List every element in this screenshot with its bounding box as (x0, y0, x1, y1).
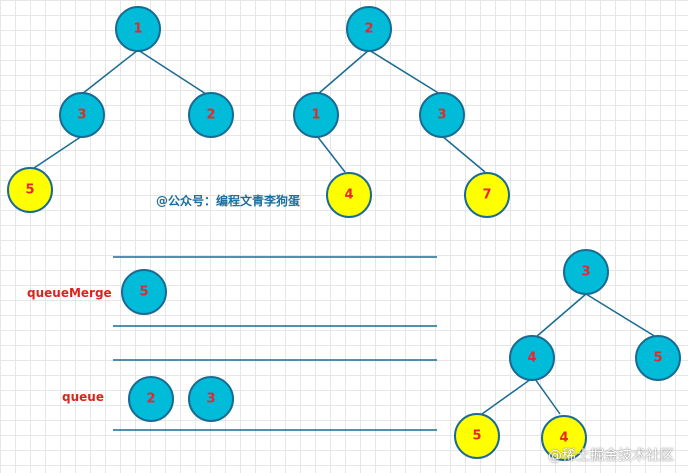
t1-root-node: 1 (115, 6, 161, 52)
t1-left-node-circle (59, 92, 105, 138)
t2-root-node-circle (346, 6, 392, 52)
r-left-node-circle (509, 335, 555, 381)
r-leftleft-node-label: 5 (472, 429, 481, 444)
t2-right-node-circle (419, 92, 465, 138)
t2-left-node-label: 1 (311, 108, 320, 123)
r-leftleft-node-circle (454, 413, 500, 459)
t1-left-node: 3 (59, 92, 105, 138)
edge-r-left-leftright (534, 378, 561, 415)
t1-right-node-label: 2 (206, 108, 215, 123)
queue-merge-label: queueMerge (27, 286, 112, 300)
edge-r-root-left (535, 293, 587, 338)
t1-left-node-label: 3 (77, 108, 86, 123)
r-left-node: 4 (509, 335, 555, 381)
site-watermark: @稀土掘金技术社区 (548, 448, 674, 464)
r-leftright-node: 4 (541, 415, 587, 461)
queue-item-0-circle (128, 376, 174, 422)
t2-left-node-circle (293, 92, 339, 138)
t2-left-node: 1 (293, 92, 339, 138)
edge-t2-right-rightright (441, 135, 486, 173)
author-watermark: @公众号：编程文青李狗蛋 (156, 194, 301, 208)
edge-t1-root-left (81, 49, 139, 95)
t1-leftleft-node-label: 5 (25, 183, 34, 198)
t2-leftright-node-label: 4 (344, 188, 353, 203)
queue-item-1-circle (188, 376, 234, 422)
queue-item-1: 3 (188, 376, 234, 422)
queue-item-1-label: 3 (206, 392, 215, 407)
t1-right-node: 2 (188, 92, 234, 138)
r-root-node-label: 3 (581, 265, 590, 280)
edge-t2-left-leftright (316, 135, 346, 173)
edge-r-left-leftleft (481, 378, 532, 415)
edge-r-root-right (585, 293, 657, 338)
t1-root-node-label: 1 (133, 22, 142, 37)
edge-t1-left-leftleft (33, 135, 83, 169)
t1-leftleft-node: 5 (7, 167, 53, 213)
r-left-node-label: 4 (527, 351, 536, 366)
r-leftleft-node: 5 (454, 413, 500, 459)
t2-rightright-node: 7 (464, 172, 510, 218)
t2-root-node: 2 (346, 6, 392, 52)
r-right-node-circle (635, 335, 681, 381)
queue-item-0: 2 (128, 376, 174, 422)
t2-rightright-node-label: 7 (482, 188, 491, 203)
t1-right-node-circle (188, 92, 234, 138)
queue-label: queue (62, 390, 104, 404)
queue-merge-item-0-label: 5 (139, 285, 148, 300)
t2-rightright-node-circle (464, 172, 510, 218)
edge-t2-root-left (317, 49, 370, 95)
r-right-node: 5 (635, 335, 681, 381)
queue-item-0-label: 2 (146, 392, 155, 407)
t1-root-node-circle (115, 6, 161, 52)
r-root-node: 3 (563, 249, 609, 295)
t2-right-node-label: 3 (437, 108, 446, 123)
t2-root-node-label: 2 (364, 22, 373, 37)
r-right-node-label: 5 (653, 351, 662, 366)
t2-right-node: 3 (419, 92, 465, 138)
r-leftright-node-label: 4 (559, 431, 568, 446)
r-root-node-circle (563, 249, 609, 295)
queue-merge-item-0: 5 (121, 269, 167, 315)
t2-leftright-node: 4 (326, 172, 372, 218)
queue-merge-item-0-circle (121, 269, 167, 315)
r-leftright-node-circle (541, 415, 587, 461)
t1-leftleft-node-circle (7, 167, 53, 213)
t2-leftright-node-circle (326, 172, 372, 218)
edge-t2-root-right (368, 49, 441, 95)
edge-t1-root-right (137, 49, 207, 95)
